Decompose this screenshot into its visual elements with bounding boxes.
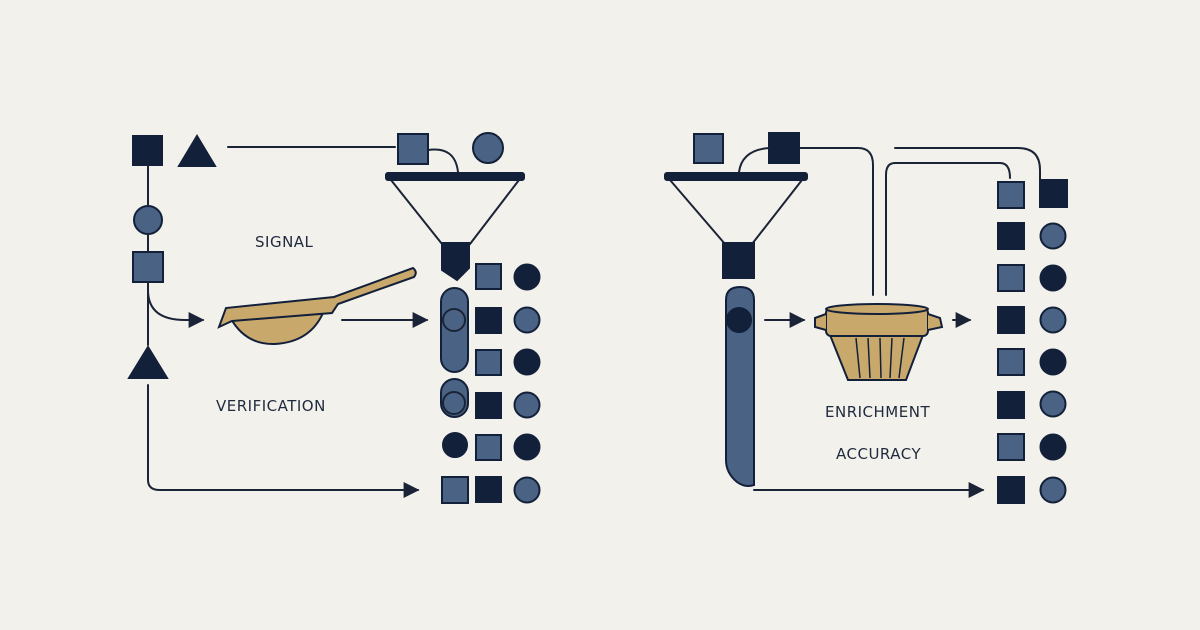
output-circle-icon <box>1039 433 1067 461</box>
input-triangle-icon <box>177 134 217 167</box>
connector-line <box>894 162 1011 179</box>
funnel-rim <box>385 172 525 181</box>
input-square-icon <box>132 251 164 283</box>
return-arrow <box>147 384 420 498</box>
output-circle-icon <box>1039 348 1067 376</box>
output-square-icon <box>997 476 1025 504</box>
output-circle-icon <box>513 306 541 334</box>
output-square-icon <box>475 434 502 461</box>
tube-circle-icon <box>726 307 752 333</box>
connector-line <box>885 162 896 296</box>
output-square-icon <box>997 348 1025 376</box>
output-circle-icon <box>513 433 541 461</box>
funnel-spout <box>441 242 470 282</box>
left-panel: SIGNAL VERIFICATION <box>127 132 541 504</box>
output-square-icon <box>475 392 502 419</box>
right-panel: ENRICHMENT ACCURACY <box>664 132 1068 504</box>
output-square-icon <box>997 391 1025 419</box>
enrichment-label: ENRICHMENT <box>825 403 930 421</box>
funnel-rim <box>664 172 808 181</box>
input-square-icon <box>768 132 800 164</box>
signal-label: SIGNAL <box>255 233 314 251</box>
output-square-icon <box>475 307 502 334</box>
sieve-icon <box>217 266 417 346</box>
input-square-icon <box>693 133 724 164</box>
input-circle-icon <box>133 205 163 235</box>
output-square-icon <box>441 476 469 504</box>
circle-icon <box>472 132 504 164</box>
funnel-spout <box>722 242 755 279</box>
funnel-icon <box>390 179 520 245</box>
output-square-icon <box>475 263 502 290</box>
output-square-icon <box>997 264 1025 292</box>
output-circle-icon <box>442 432 468 458</box>
output-square-icon <box>997 433 1025 461</box>
output-circle-icon <box>1039 222 1067 250</box>
input-square-icon <box>132 135 163 166</box>
output-circle-icon <box>1039 264 1067 292</box>
connector-line <box>894 147 1041 181</box>
vertical-tube <box>725 285 755 487</box>
output-square-icon <box>475 476 502 503</box>
output-square-icon <box>1039 179 1068 208</box>
output-square-icon <box>997 181 1025 209</box>
strainer-basket-icon <box>814 303 944 381</box>
output-circle-icon <box>1039 476 1067 504</box>
funnel-icon <box>669 179 803 245</box>
pill-circle-icon <box>442 391 466 415</box>
output-square-icon <box>997 222 1025 250</box>
accuracy-label: ACCURACY <box>836 445 921 463</box>
output-circle-icon <box>513 476 541 504</box>
connector-curve <box>738 147 770 173</box>
square-icon <box>397 133 429 165</box>
output-circle-icon <box>513 348 541 376</box>
output-circle-icon <box>513 263 541 291</box>
output-square-icon <box>997 306 1025 334</box>
output-circle-icon <box>1039 390 1067 418</box>
input-triangle-icon <box>127 345 169 379</box>
arrow-to-sieve <box>147 289 205 328</box>
connector-curve <box>427 148 459 173</box>
connector-line <box>798 147 874 296</box>
pill-circle-icon <box>442 308 466 332</box>
output-circle-icon <box>1039 306 1067 334</box>
output-pill <box>440 378 469 418</box>
output-square-icon <box>475 349 502 376</box>
verification-label: VERIFICATION <box>216 397 326 415</box>
output-circle-icon <box>513 391 541 419</box>
